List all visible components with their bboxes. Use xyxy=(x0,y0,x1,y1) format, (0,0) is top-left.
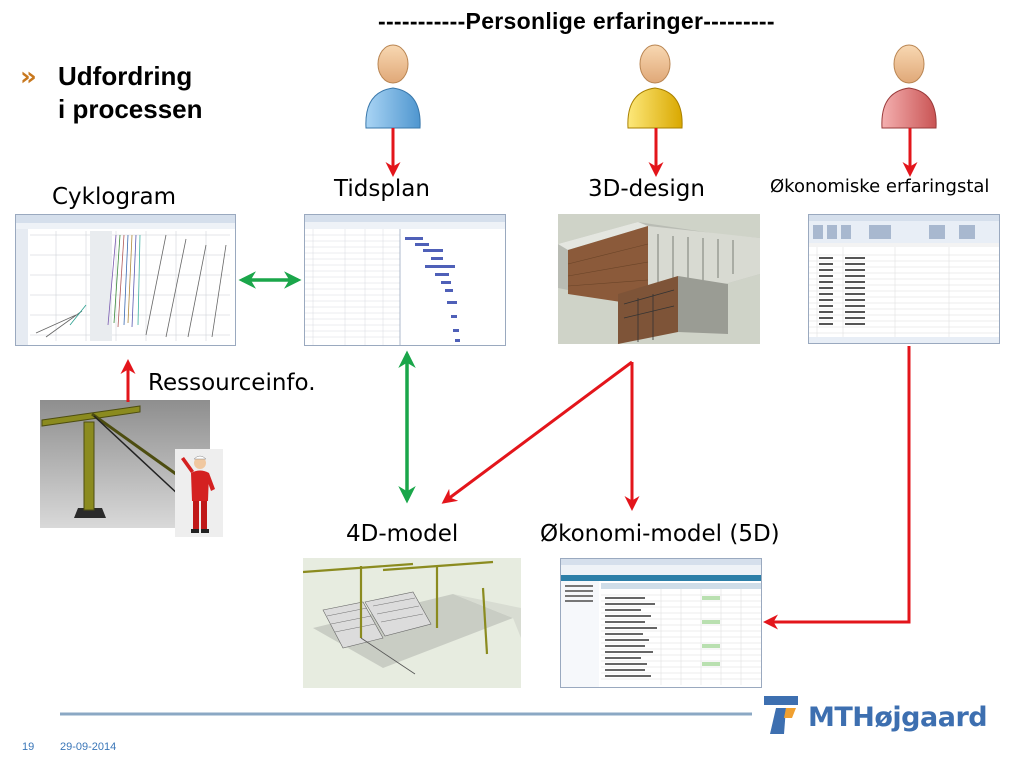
okonomiske-erfaringstal-screenshot xyxy=(808,214,1000,344)
label-okonomi-model-5d: Økonomi-model (5D) xyxy=(540,521,780,547)
mthojgaard-logo-text: MTHøjgaard xyxy=(808,702,988,733)
4d-model-image xyxy=(303,558,521,688)
title-line-1: Udfordring xyxy=(58,61,193,91)
tidsplan-screenshot xyxy=(304,214,506,346)
footer-page-number: 19 xyxy=(22,741,35,753)
slide-title: Udfordring i processen xyxy=(58,60,203,126)
label-4d-model: 4D-model xyxy=(346,521,459,547)
person-blue-icon xyxy=(365,44,421,129)
person-yellow-icon xyxy=(627,44,683,129)
arrow-okonomiske-to-5d-model xyxy=(763,346,911,630)
label-okonomiske-erfaringstal: Økonomiske erfaringstal xyxy=(770,176,990,197)
cyklogram-screenshot xyxy=(15,214,236,346)
person-red-icon xyxy=(881,44,937,129)
3d-design-image xyxy=(558,214,760,344)
mthojgaard-logo-icon xyxy=(764,696,798,734)
label-3d-design: 3D-design xyxy=(588,176,705,202)
title-line-2: i processen xyxy=(58,94,203,124)
bullet-chevron-icon: » xyxy=(20,62,37,92)
okonomi-model-5d-screenshot xyxy=(560,558,762,688)
personal-experience-heading: -----------Personlige erfaringer--------… xyxy=(378,8,775,34)
label-ressourceinfo: Ressourceinfo. xyxy=(148,370,316,396)
worker-image xyxy=(175,449,223,537)
label-tidsplan: Tidsplan xyxy=(334,176,430,202)
label-cyklogram: Cyklogram xyxy=(52,184,177,210)
arrow-3d-design-to-4d-model xyxy=(441,360,633,504)
footer-date: 29-09-2014 xyxy=(60,741,117,753)
